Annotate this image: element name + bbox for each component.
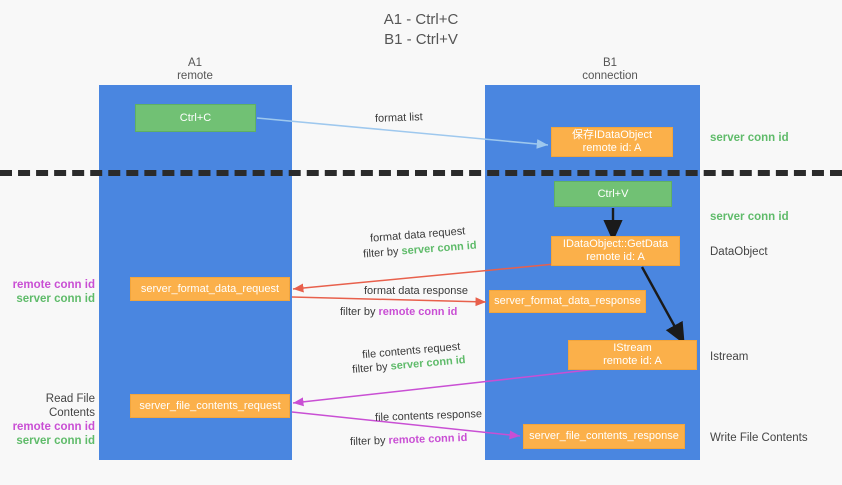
caption-format-data-response-filter: filter by remote conn id xyxy=(340,305,457,319)
note-server-conn-id-top: server conn id xyxy=(710,132,789,144)
lane-header-a1: A1 remote xyxy=(125,57,265,83)
node-ctrl-v-label: Ctrl+V xyxy=(597,187,629,200)
node-istream[interactable]: IStream remote id: A xyxy=(568,340,697,370)
caption-file-contents-response-filter: filter by remote conn id xyxy=(350,431,468,449)
note-remote-conn-id-1: remote conn id xyxy=(12,279,95,291)
note-istream: Istream xyxy=(710,351,749,363)
node-server-file-contents-request[interactable]: server_file_contents_request xyxy=(130,394,290,418)
phase-divider xyxy=(0,170,842,176)
caption-format-list: format list xyxy=(374,111,423,125)
node-ctrl-c-label: Ctrl+C xyxy=(179,111,212,124)
node-server-format-data-response-label: server_format_data_response xyxy=(494,295,641,307)
note-server-conn-id-2: server conn id xyxy=(16,435,95,447)
node-server-format-data-response[interactable]: server_format_data_response xyxy=(489,290,646,313)
caption-filter-value-4: remote conn id xyxy=(388,431,468,447)
caption-filter-value-2: remote conn id xyxy=(378,306,458,318)
diagram-title: A1 - Ctrl+C B1 - Ctrl+V xyxy=(0,10,842,50)
lane-b1-name: B1 xyxy=(602,57,618,69)
node-save-idataobject-label: 保存IDataObject xyxy=(571,129,653,141)
node-istream-sub: remote id: A xyxy=(603,355,662,367)
note-dataobject: DataObject xyxy=(710,246,768,258)
caption-file-contents-response: file contents response xyxy=(374,408,483,424)
note-group-format-conn-ids: remote conn id server conn id xyxy=(0,278,95,306)
note-remote-conn-id-2: remote conn id xyxy=(12,421,95,433)
node-ctrl-c[interactable]: Ctrl+C xyxy=(135,104,256,132)
note-server-conn-id-mid: server conn id xyxy=(710,211,789,223)
node-save-idataobject-sub: remote id: A xyxy=(582,142,642,154)
note-read-file-contents: Read File Contents xyxy=(45,393,95,419)
caption-filter-prefix-4: filter by xyxy=(349,434,389,449)
node-server-file-contents-request-label: server_file_contents_request xyxy=(139,399,281,412)
note-server-conn-id-1: server conn id xyxy=(16,293,95,305)
caption-filter-prefix-3: filter by xyxy=(351,360,392,376)
node-istream-label: IStream xyxy=(613,342,652,354)
node-server-format-data-request[interactable]: server_format_data_request xyxy=(130,277,290,301)
node-idataobject-getdata-sub: remote id: A xyxy=(586,251,645,263)
note-write-file-contents: Write File Contents xyxy=(710,432,808,444)
caption-filter-prefix-1: filter by xyxy=(362,245,403,261)
lane-b1-role: connection xyxy=(582,70,638,82)
node-ctrl-v[interactable]: Ctrl+V xyxy=(554,181,672,207)
node-idataobject-getdata[interactable]: IDataObject::GetData remote id: A xyxy=(551,236,680,266)
title-line-2: B1 - Ctrl+V xyxy=(384,31,458,48)
caption-format-data-response: format data response xyxy=(364,285,468,297)
title-line-1: A1 - Ctrl+C xyxy=(383,11,459,28)
node-save-idataobject[interactable]: 保存IDataObject remote id: A xyxy=(551,127,673,157)
caption-filter-prefix-2: filter by xyxy=(340,306,379,318)
lane-header-b1: B1 connection xyxy=(540,57,680,83)
lane-a1-role: remote xyxy=(177,70,213,82)
node-idataobject-getdata-label: IDataObject::GetData xyxy=(562,238,669,250)
node-server-file-contents-response[interactable]: server_file_contents_response xyxy=(523,424,685,449)
node-server-file-contents-response-label: server_file_contents_response xyxy=(529,430,679,442)
node-server-format-data-request-label: server_format_data_request xyxy=(140,282,280,295)
lane-a1-name: A1 xyxy=(187,57,203,69)
note-group-file-conn-ids: Read File Contents remote conn id server… xyxy=(0,392,95,448)
